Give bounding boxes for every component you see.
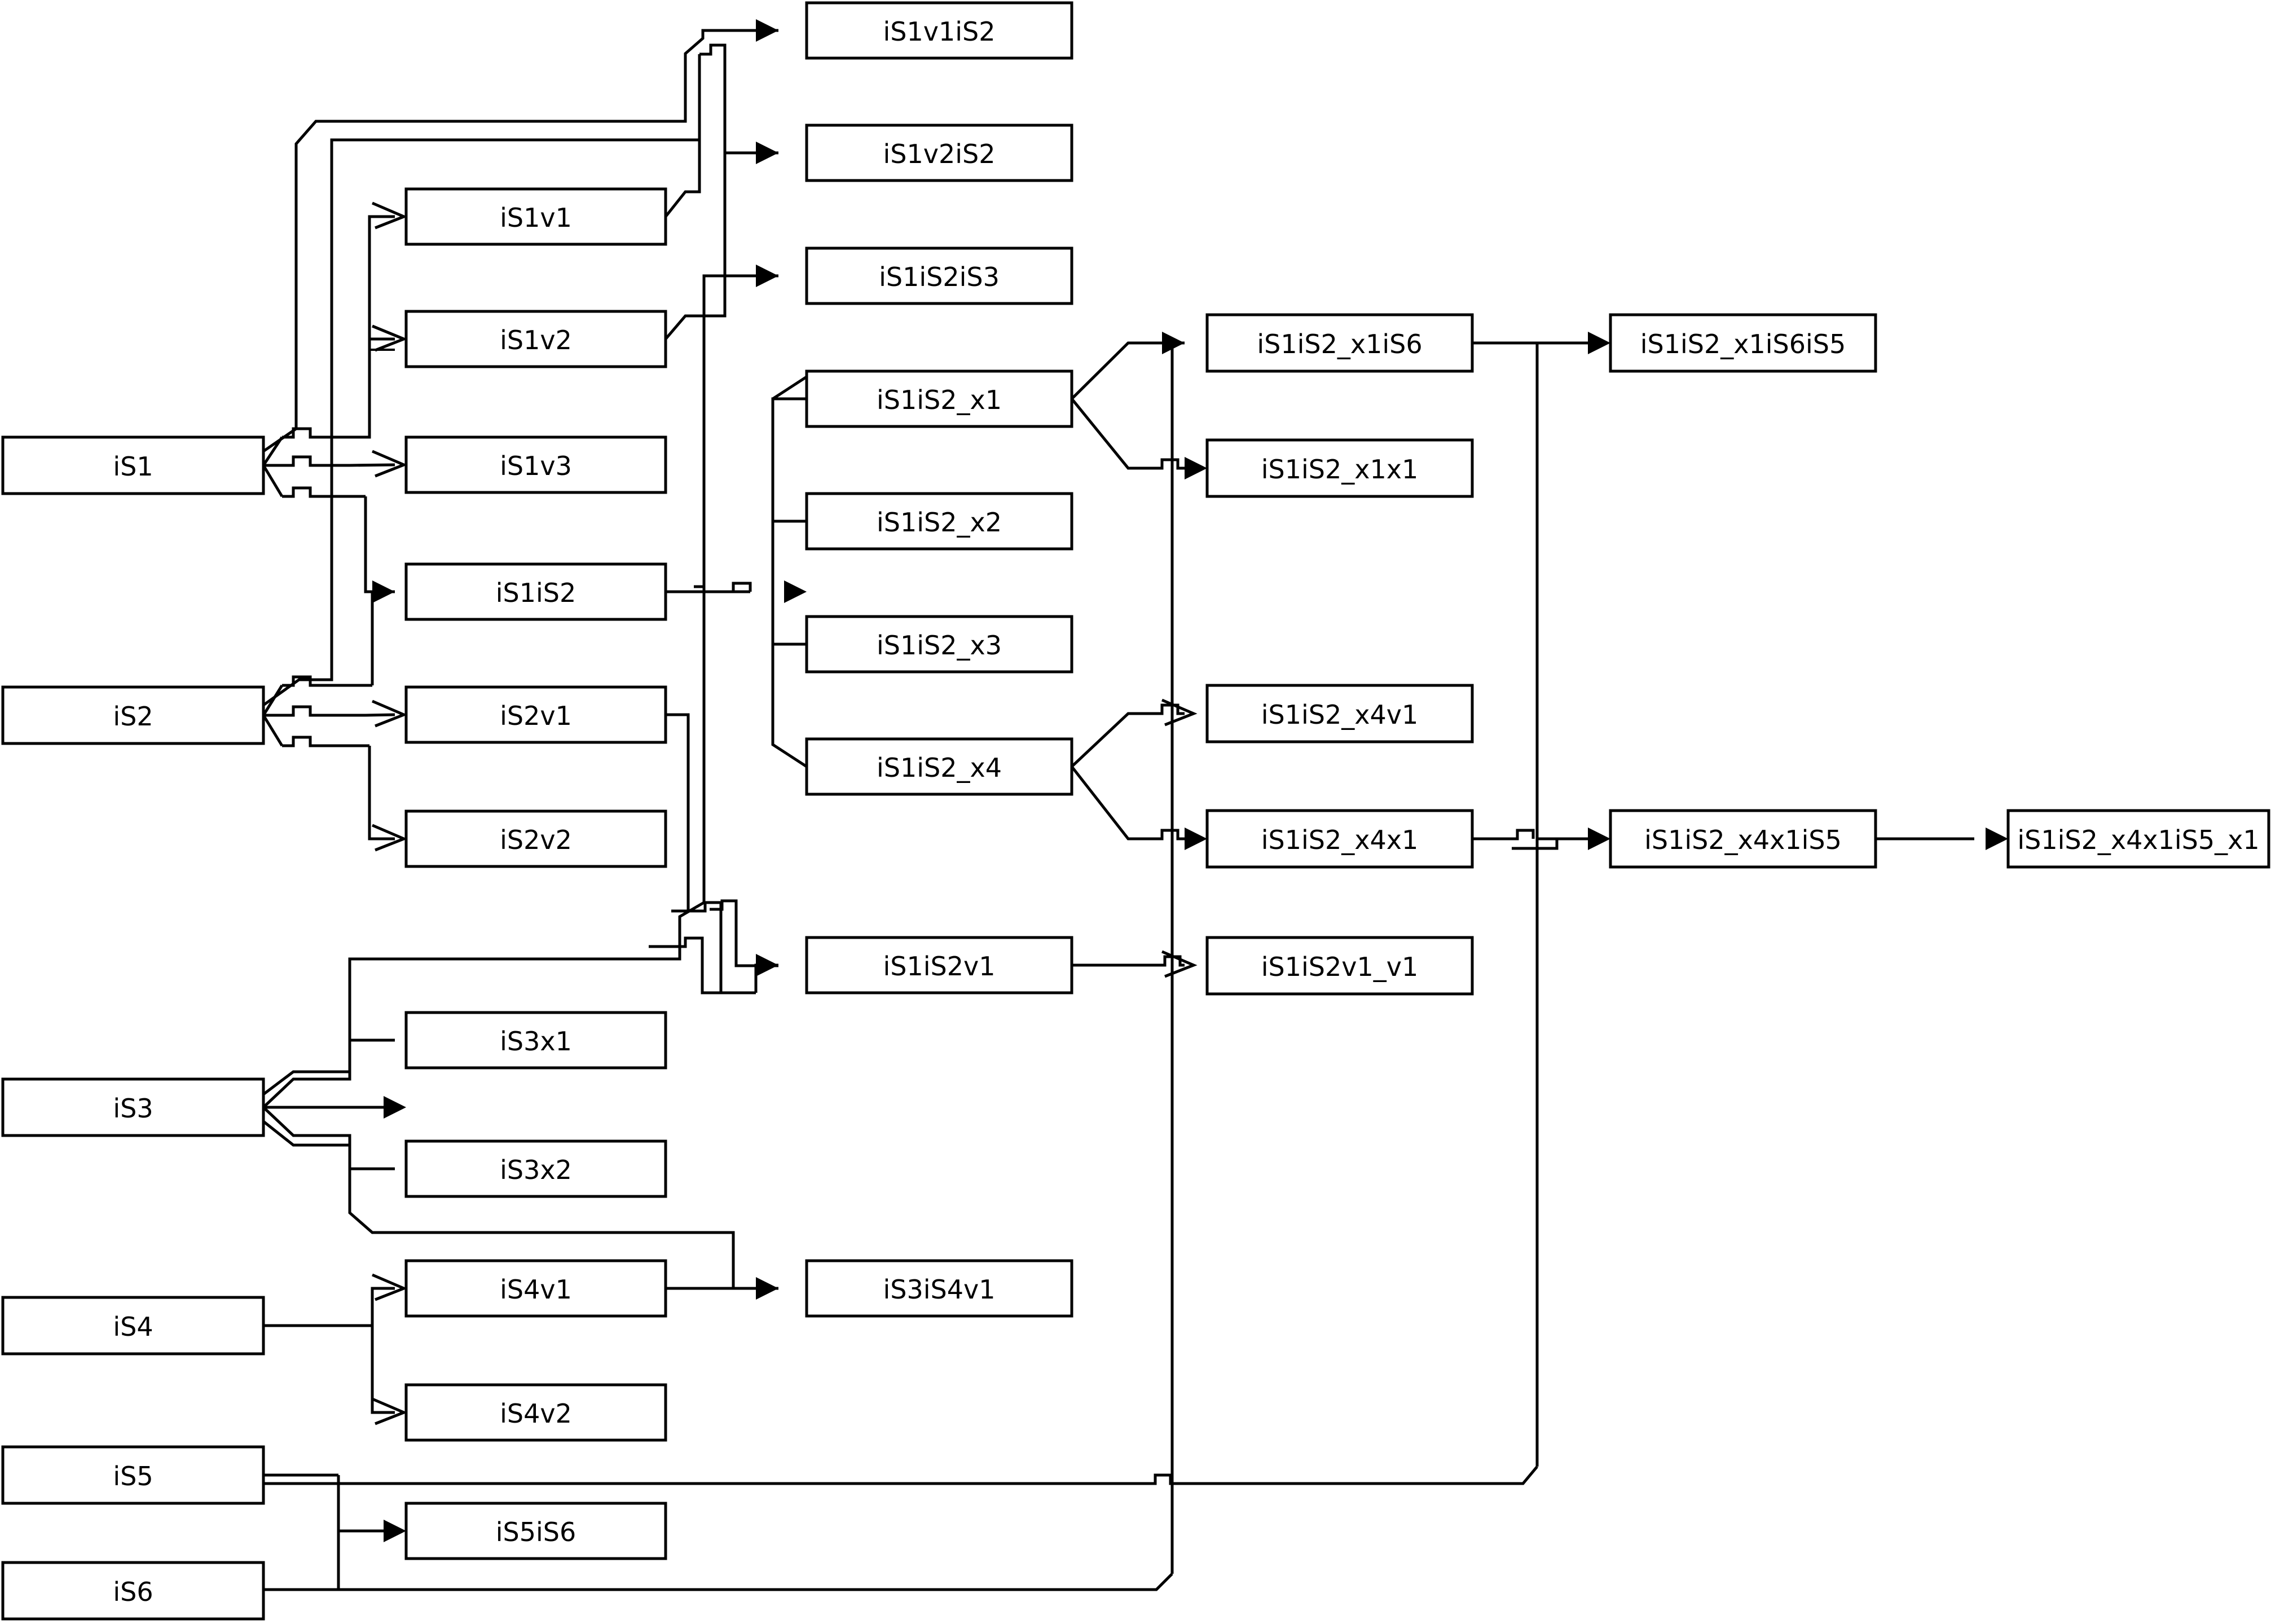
node-iS1v1iS2[interactable]: iS1v1iS2 [805, 1, 1073, 60]
node-iS1iS2_x3[interactable]: iS1iS2_x3 [805, 615, 1073, 674]
node-iS5[interactable]: iS5 [1, 1445, 265, 1505]
node-box[interactable] [805, 936, 1073, 994]
node-box[interactable] [805, 369, 1073, 428]
node-iS1iS2[interactable]: iS1iS2 [404, 562, 667, 621]
node-iS1iS2iS3[interactable]: iS1iS2iS3 [805, 247, 1073, 305]
node-box[interactable] [1, 1296, 265, 1355]
node-box[interactable] [404, 435, 667, 494]
node-iS1iS2v1[interactable]: iS1iS2v1 [805, 936, 1073, 994]
node-box[interactable] [1609, 313, 1877, 373]
node-iS1iS2_x1iS6iS5[interactable]: iS1iS2_x1iS6iS5 [1609, 313, 1877, 373]
node-iS1iS2_x2[interactable]: iS1iS2_x2 [805, 492, 1073, 551]
node-iS5iS6[interactable]: iS5iS6 [404, 1502, 667, 1560]
node-box[interactable] [404, 1383, 667, 1442]
node-box[interactable] [805, 124, 1073, 182]
node-iS1iS2_x4x1iS5_x1[interactable]: iS1iS2_x4x1iS5_x1 [2006, 809, 2270, 869]
node-box[interactable] [404, 1139, 667, 1198]
node-iS2[interactable]: iS2 [1, 685, 265, 745]
node-box[interactable] [404, 562, 667, 621]
node-box[interactable] [404, 1011, 667, 1070]
arrowhead-layer [372, 19, 2008, 1542]
node-iS3x1[interactable]: iS3x1 [404, 1011, 667, 1070]
node-iS6[interactable]: iS6 [1, 1561, 265, 1621]
node-box[interactable] [1, 1445, 265, 1505]
node-box[interactable] [404, 1259, 667, 1318]
node-iS4[interactable]: iS4 [1, 1296, 265, 1355]
node-box[interactable] [805, 737, 1073, 796]
node-box[interactable] [805, 1259, 1073, 1318]
node-box[interactable] [1205, 809, 1474, 869]
node-iS4v1[interactable]: iS4v1 [404, 1259, 667, 1318]
node-iS1iS2_x4v1[interactable]: iS1iS2_x4v1 [1205, 684, 1474, 743]
node-box[interactable] [805, 492, 1073, 551]
node-box[interactable] [1205, 684, 1474, 743]
node-box[interactable] [1205, 438, 1474, 498]
node-iS1iS2_x1x1[interactable]: iS1iS2_x1x1 [1205, 438, 1474, 498]
node-iS1iS2_x4x1[interactable]: iS1iS2_x4x1 [1205, 809, 1474, 869]
node-iS1[interactable]: iS1 [1, 435, 265, 495]
node-iS2v1[interactable]: iS2v1 [404, 685, 667, 744]
node-iS1iS2_x4[interactable]: iS1iS2_x4 [805, 737, 1073, 796]
node-iS1iS2_x4x1iS5[interactable]: iS1iS2_x4x1iS5 [1609, 809, 1877, 869]
node-iS1iS2_x1iS6[interactable]: iS1iS2_x1iS6 [1205, 313, 1474, 373]
node-iS1v2iS2[interactable]: iS1v2iS2 [805, 124, 1073, 182]
node-box[interactable] [404, 685, 667, 744]
node-iS4v2[interactable]: iS4v2 [404, 1383, 667, 1442]
node-box[interactable] [805, 247, 1073, 305]
node-box[interactable] [404, 310, 667, 368]
node-box[interactable] [1, 685, 265, 745]
node-box[interactable] [2006, 809, 2270, 869]
node-iS1v3[interactable]: iS1v3 [404, 435, 667, 494]
node-iS3iS4v1[interactable]: iS3iS4v1 [805, 1259, 1073, 1318]
node-box[interactable] [805, 1, 1073, 60]
node-box[interactable] [1, 1077, 265, 1137]
node-box[interactable] [404, 809, 667, 868]
node-iS1iS2v1_v1[interactable]: iS1iS2v1_v1 [1205, 936, 1474, 996]
node-iS3x2[interactable]: iS3x2 [404, 1139, 667, 1198]
node-iS1v1[interactable]: iS1v1 [404, 187, 667, 246]
node-box[interactable] [1609, 809, 1877, 869]
node-box[interactable] [1205, 936, 1474, 996]
node-box[interactable] [1, 1561, 265, 1621]
edge-layer [262, 29, 1974, 1591]
node-box[interactable] [404, 1502, 667, 1560]
node-iS1v2[interactable]: iS1v2 [404, 310, 667, 368]
node-box[interactable] [1205, 313, 1474, 373]
node-iS3[interactable]: iS3 [1, 1077, 265, 1137]
node-iS1iS2_x1[interactable]: iS1iS2_x1 [805, 369, 1073, 428]
node-iS2v2[interactable]: iS2v2 [404, 809, 667, 868]
node-box[interactable] [1, 435, 265, 495]
node-box[interactable] [805, 615, 1073, 674]
node-box[interactable] [404, 187, 667, 246]
